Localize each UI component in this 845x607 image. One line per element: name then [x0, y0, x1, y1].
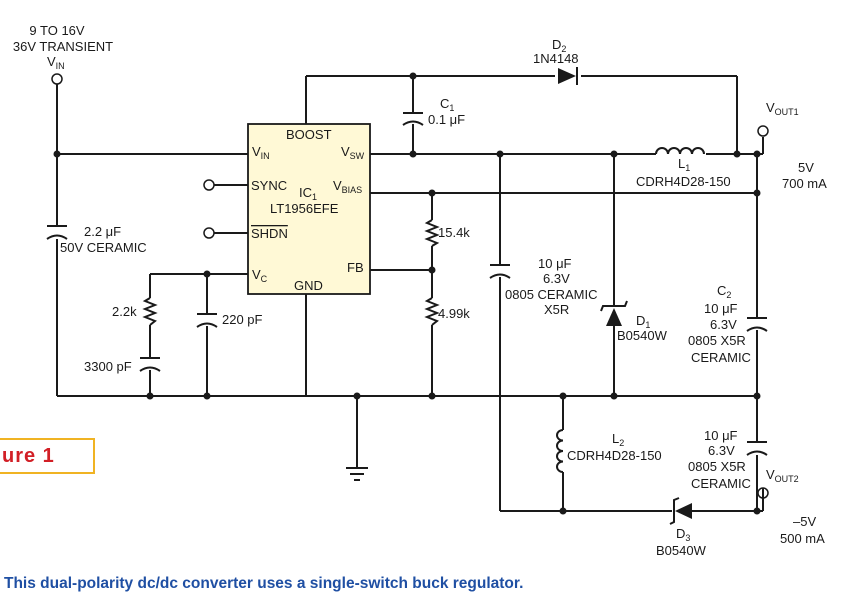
sync-terminal: [203, 179, 215, 191]
vout1-terminal: [757, 125, 769, 137]
vout1-label: VOUT1: [766, 100, 799, 117]
diode-d2: D2 1N4148: [533, 37, 579, 85]
pin-sync: SYNC: [251, 178, 287, 193]
circuit-schematic: 9 TO 16V 36V TRANSIENT VIN BOOST VIN VSW…: [13, 23, 827, 558]
c1-ref: C1: [440, 96, 454, 113]
vin-input: 9 TO 16V 36V TRANSIENT VIN: [13, 23, 113, 85]
shdn-terminal: [203, 227, 215, 239]
pin-boost: BOOST: [286, 127, 332, 142]
c2-type: 0805 X5R: [688, 333, 746, 348]
d1-ref: D1: [636, 313, 650, 330]
pin-vbias: VBIAS: [333, 178, 362, 195]
ic1-lt1956: BOOST VIN VSW SYNC IC1 VBIAS LT1956EFE S…: [247, 123, 371, 295]
figure-label: ure 1: [0, 438, 95, 474]
pin-vc: VC: [252, 267, 268, 284]
l1-ref: L1: [678, 156, 690, 173]
c2-ref: C2: [717, 283, 731, 300]
inductor-l1: L1 CDRH4D28-150: [636, 147, 731, 189]
c220pf-value: 220 pF: [222, 312, 263, 327]
c3-voltage: 6.3V: [708, 443, 735, 458]
ic1-body: [247, 123, 371, 295]
capacitor-10uf-coupling: 10 μF 6.3V 0805 CERAMIC X5R: [489, 256, 597, 317]
vout2-current: 500 mA: [780, 531, 825, 546]
l1-part: CDRH4D28-150: [636, 174, 731, 189]
pin-vin: VIN: [252, 144, 270, 161]
vin-terminal: [51, 73, 63, 85]
c2-voltage: 6.3V: [710, 317, 737, 332]
vout2-terminal: [757, 487, 769, 499]
capacitor-c1: C1 0.1 μF: [402, 96, 465, 127]
pin-gnd: GND: [294, 278, 323, 293]
wires: [56, 75, 764, 512]
c2-value: 10 μF: [704, 301, 738, 316]
vout2-output: VOUT2 –5V 500 mA: [757, 467, 825, 546]
vout2-voltage: –5V: [793, 514, 816, 529]
d3-ref: D3: [676, 526, 690, 543]
ic1-ref: IC1: [299, 185, 317, 202]
vin-terminal-label: VIN: [47, 54, 65, 71]
ccpl-voltage: 6.3V: [543, 271, 570, 286]
d2-ref: D2: [552, 37, 566, 54]
pin-shdn: SHDN: [251, 226, 288, 241]
diode-d3: D3 B0540W: [656, 497, 707, 558]
cin-type: 50V CERAMIC: [60, 240, 147, 255]
capacitor-c3: 10 μF 6.3V 0805 X5R CERAMIC: [688, 428, 768, 491]
vin-transient-label: 36V TRANSIENT: [13, 39, 113, 54]
vout1-output: VOUT1 5V 700 mA: [757, 100, 827, 191]
r4k99-value: 4.99k: [438, 306, 470, 321]
inductor-l2: L2 CDRH4D28-150: [556, 429, 662, 473]
cin-value: 2.2 μF: [84, 224, 121, 239]
c3-type: 0805 X5R: [688, 459, 746, 474]
ccpl-type: 0805 CERAMIC: [505, 287, 597, 302]
c3-value: 10 μF: [704, 428, 738, 443]
vout1-voltage: 5V: [798, 160, 814, 175]
d2-part: 1N4148: [533, 51, 579, 66]
ccpl-value: 10 μF: [538, 256, 572, 271]
l2-ref: L2: [612, 431, 624, 448]
ccpl-dielectric: X5R: [544, 302, 569, 317]
r15k4-value: 15.4k: [438, 225, 470, 240]
resistor-2k2: 2.2k: [112, 297, 158, 326]
capacitor-cin: 2.2 μF 50V CERAMIC: [46, 224, 147, 255]
figure-caption: This dual-polarity dc/dc converter uses …: [4, 575, 524, 592]
l2-part: CDRH4D28-150: [567, 448, 662, 463]
pin-fb: FB: [347, 260, 364, 275]
junction-dots: [53, 72, 761, 515]
resistor-4k99: 4.99k: [424, 297, 470, 326]
c1-value: 0.1 μF: [428, 112, 465, 127]
ic1-part: LT1956EFE: [270, 201, 339, 216]
c2-dielectric: CERAMIC: [691, 350, 751, 365]
d1-part: B0540W: [617, 328, 668, 343]
c3300pf-value: 3300 pF: [84, 359, 132, 374]
pin-vsw: VSW: [341, 144, 365, 161]
resistor-15k4: 15.4k: [424, 219, 470, 247]
capacitor-c2: C2 10 μF 6.3V 0805 X5R CERAMIC: [688, 283, 768, 365]
c3-dielectric: CERAMIC: [691, 476, 751, 491]
r2k2-value: 2.2k: [112, 304, 137, 319]
vin-range-label: 9 TO 16V: [29, 23, 84, 38]
capacitor-3300pf: 3300 pF: [84, 357, 161, 374]
vout1-current: 700 mA: [782, 176, 827, 191]
diode-d1: D1 B0540W: [600, 300, 668, 343]
capacitor-220pf: 220 pF: [196, 312, 263, 328]
ground-icon: [346, 467, 368, 481]
d3-part: B0540W: [656, 543, 707, 558]
vout2-label: VOUT2: [766, 467, 799, 484]
